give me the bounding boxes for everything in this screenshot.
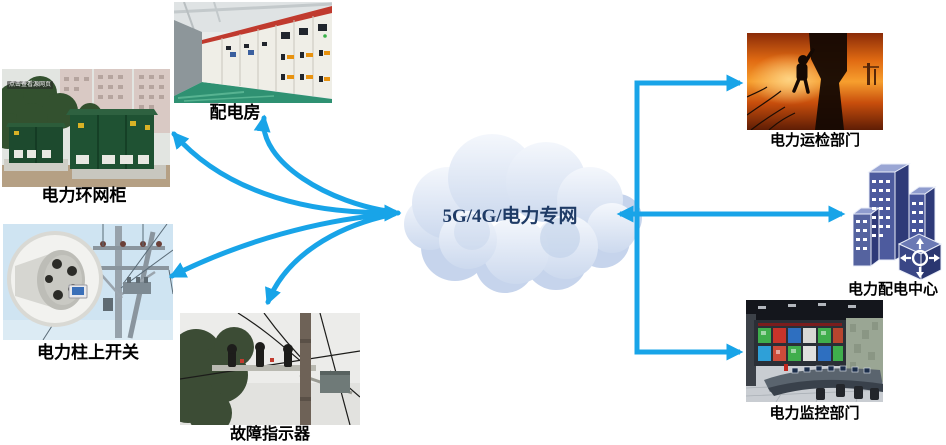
label-ops-inspection-dept: 电力运检部门 [769,132,860,149]
distribution-room-photo [174,2,332,103]
label-pole-switch: 电力柱上开关 [37,343,139,362]
pole-switch-photo [3,224,173,340]
label-distribution-center: 电力配电中心 [847,281,938,298]
distribution-center-building-icon [853,150,943,282]
fault-indicator-photo [180,313,360,425]
monitoring-room-photo [746,300,883,402]
label-distribution-room: 配电房 [209,103,261,122]
ops-inspection-photo [747,33,883,130]
photo-watermark: 点击查看源网页 [7,81,54,89]
ring-main-unit-photo: 点击查看源网页 [2,69,170,187]
network-cloud-icon: 5G/4G/电力专网 [404,134,642,293]
cloud-label: 5G/4G/电力专网 [442,204,577,227]
label-fault-indicator: 故障指示器 [229,426,310,443]
left-connector-arrows [168,114,402,306]
label-monitoring-dept: 电力监控部门 [769,405,860,422]
label-ring-main-unit: 电力环网柜 [41,186,127,205]
